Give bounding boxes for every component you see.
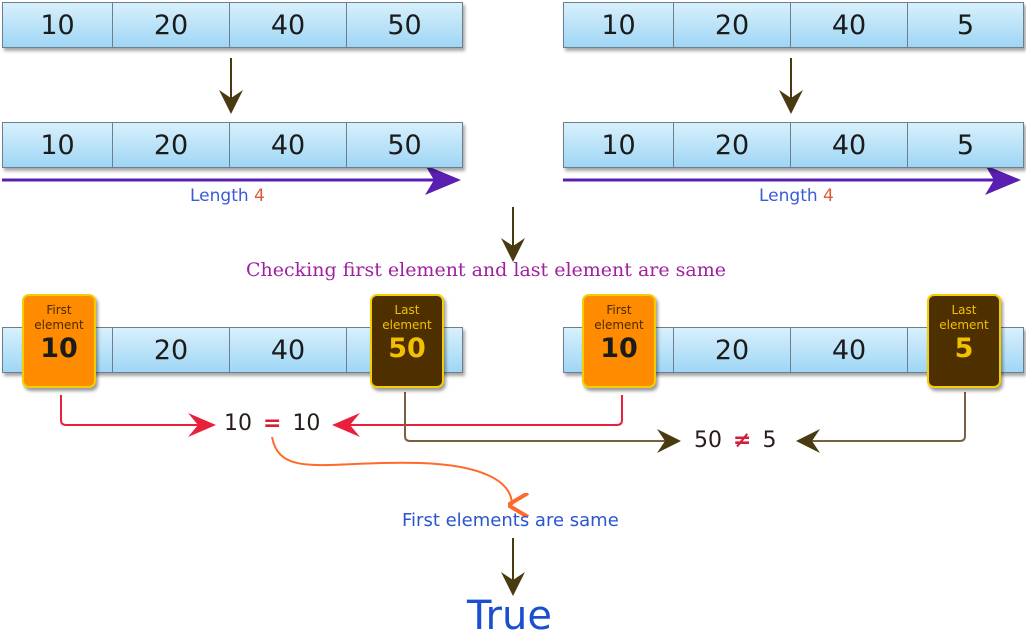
array-cell: 20 (113, 122, 230, 168)
array-cell: 40 (230, 2, 347, 48)
equal-comparison: 10 = 10 (224, 411, 320, 436)
compare-a: 10 (224, 411, 252, 436)
checking-heading: Checking first element and last element … (246, 259, 726, 281)
badge-label: First element (34, 303, 84, 332)
badge-label: Last element (382, 303, 432, 332)
final-result: True (467, 593, 552, 639)
length-text: Length (190, 186, 249, 206)
array-cell: 40 (230, 327, 347, 373)
result-text: First elements are same (402, 510, 619, 531)
last-right-arrow (796, 392, 966, 453)
compare-a: 50 (694, 428, 722, 453)
array-cell: 50 (347, 2, 463, 48)
array-cell: 20 (674, 327, 791, 373)
array-cell: 10 (2, 2, 113, 48)
compare-b: 10 (292, 411, 321, 436)
first-left-arrow (60, 395, 216, 437)
length-value: 4 (254, 186, 265, 206)
array-cell: 20 (674, 122, 791, 168)
array-cell: 5 (908, 2, 1024, 48)
badge-label: First element (594, 303, 644, 332)
array-cell: 10 (2, 122, 113, 168)
length-value: 4 (823, 186, 834, 206)
last-left-arrow (404, 392, 681, 453)
badge-value: 10 (600, 333, 638, 364)
array-cell: 40 (791, 2, 908, 48)
array-cell: 10 (563, 122, 674, 168)
length-label-right: Length 4 (759, 186, 834, 206)
badge-value: 10 (40, 333, 78, 364)
array-cell: 40 (791, 122, 908, 168)
result-curve-arrow (271, 436, 512, 505)
badge-value: 5 (954, 333, 974, 364)
array-cell: 5 (908, 122, 1024, 168)
array-cell: 20 (674, 2, 791, 48)
first-right-arrow (332, 395, 623, 437)
equals-sign: = (263, 411, 282, 436)
array-cell: 40 (230, 122, 347, 168)
not-equal-sign: ≠ (733, 428, 752, 453)
not-equal-comparison: 50 ≠ 5 (694, 428, 776, 453)
array-cell: 50 (347, 122, 463, 168)
badge-value: 50 (388, 333, 426, 364)
length-text: Length (759, 186, 818, 206)
array-cell: 20 (113, 327, 230, 373)
array-cell: 40 (791, 327, 908, 373)
compare-b: 5 (762, 428, 777, 453)
length-label-left: Length 4 (190, 186, 265, 206)
array-cell: 10 (563, 2, 674, 48)
badge-label: Last element (939, 303, 989, 332)
array-cell: 20 (113, 2, 230, 48)
